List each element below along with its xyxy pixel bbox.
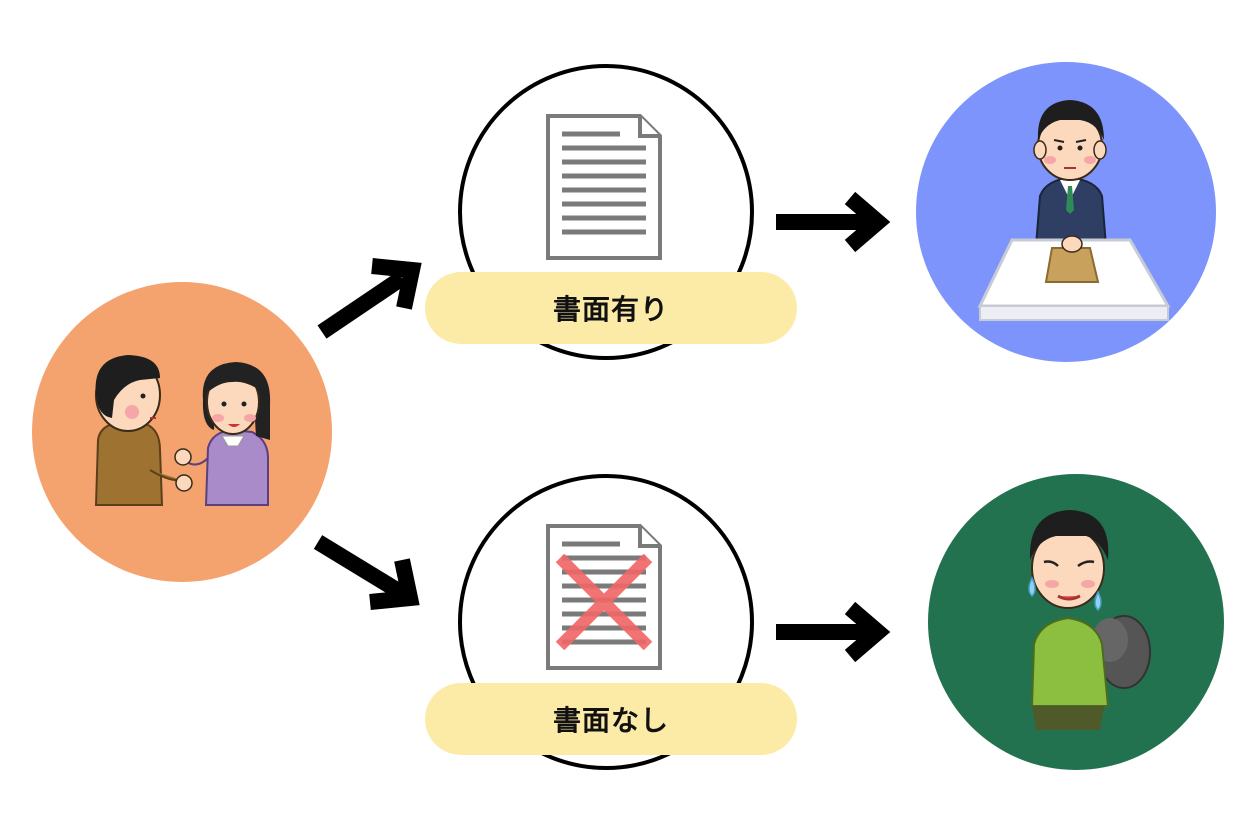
- document-crossed-icon: [546, 524, 662, 670]
- couple-circle: [32, 282, 332, 582]
- arrow-to-troubled: [776, 601, 891, 663]
- businessman-handing-envelope-icon: [977, 100, 1171, 321]
- arrow-to-with-document: [317, 258, 422, 339]
- without-document-label: 書面なし: [425, 683, 797, 755]
- troubled-man-icon: [1028, 510, 1151, 730]
- arrow-to-without-document: [313, 535, 420, 610]
- without-document-text: 書面なし: [552, 704, 669, 737]
- troubled-circle: [928, 474, 1224, 770]
- with-document-label: 書面有り: [425, 272, 797, 344]
- cross-mark-icon: [555, 553, 653, 651]
- with-document-text: 書面有り: [552, 293, 669, 326]
- arrow-to-handover: [776, 191, 891, 253]
- couple-talking-icon: [94, 355, 271, 506]
- handover-circle: [916, 62, 1216, 362]
- document-icon: [546, 114, 662, 260]
- couple-circle-bg: [32, 282, 332, 582]
